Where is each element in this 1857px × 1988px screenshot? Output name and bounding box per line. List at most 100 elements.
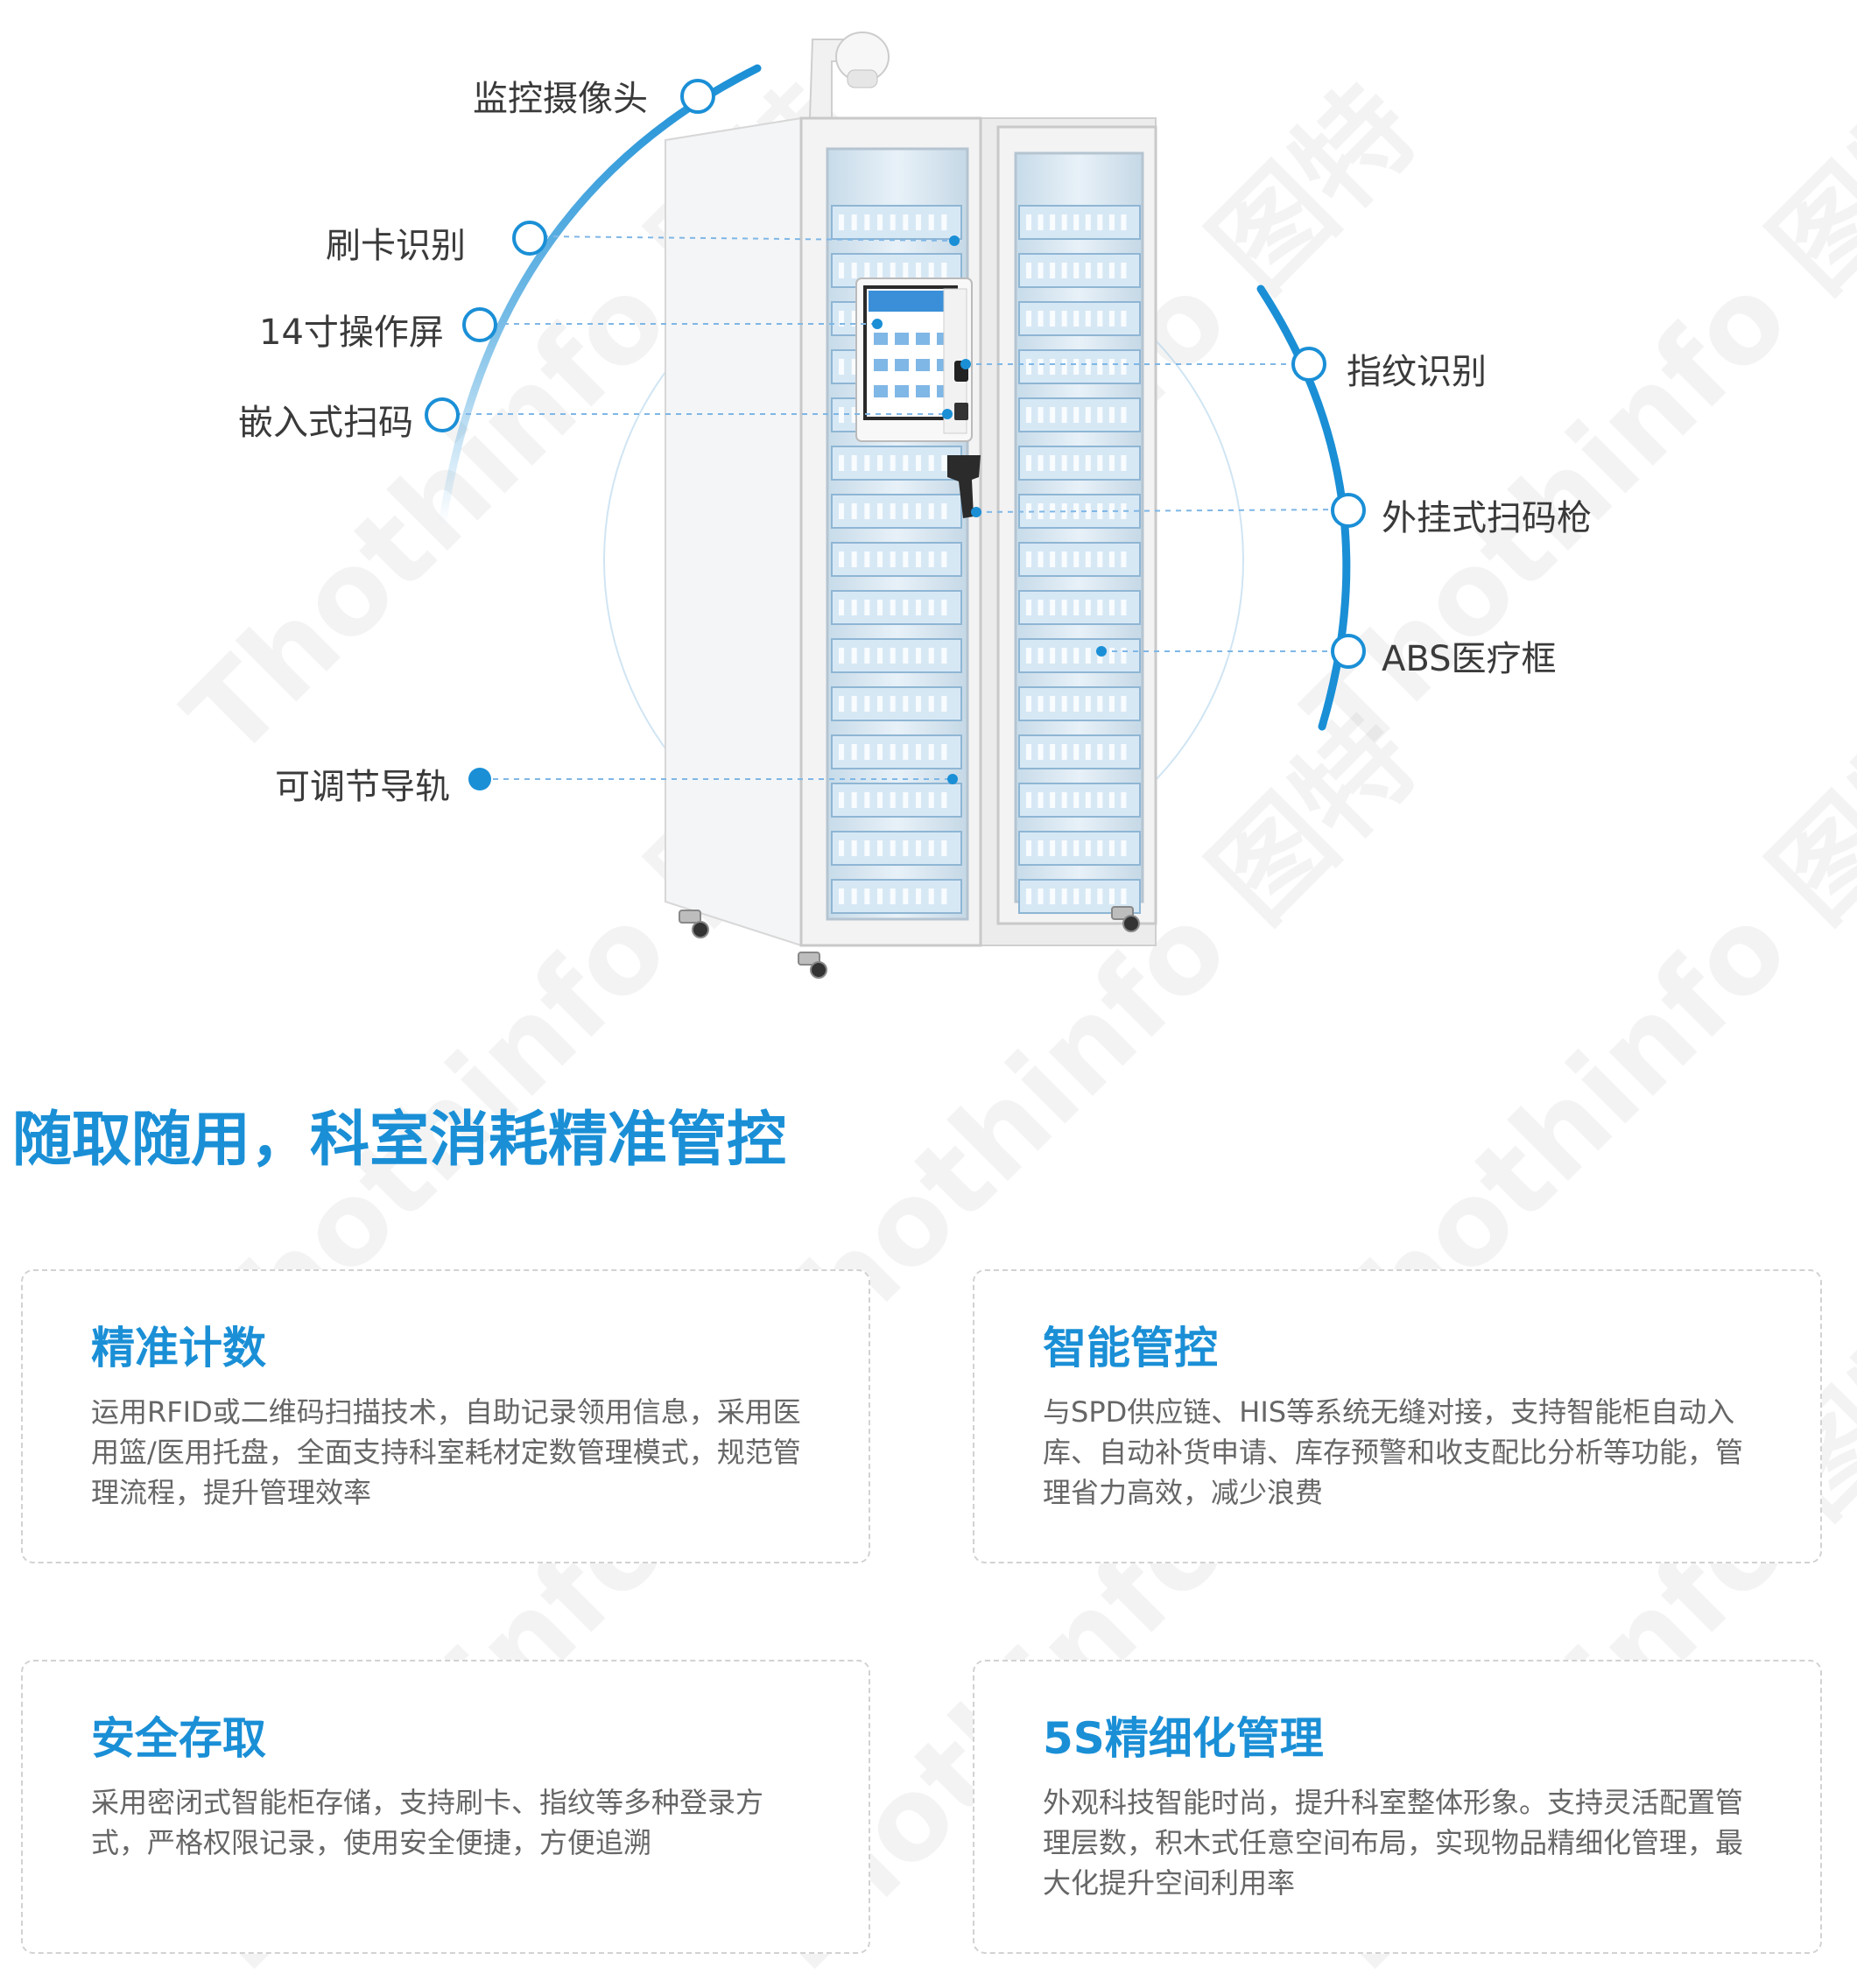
basket-slot — [903, 214, 909, 230]
feature-description: 采用密闭式智能柜存储，支持刷卡、指纹等多种登录方式，严格权限记录，使用安全便捷，… — [91, 1786, 764, 1859]
basket-slot — [839, 840, 844, 856]
basket-slot — [851, 455, 857, 471]
basket-slot — [903, 889, 909, 904]
basket-slot — [1085, 600, 1091, 615]
basket-slot — [1038, 359, 1044, 375]
basket-slot — [1108, 792, 1115, 808]
basket-slot — [839, 263, 844, 278]
cabinet-diagram — [425, 32, 1366, 979]
basket-slot — [928, 503, 934, 519]
basket-slot — [1038, 214, 1044, 230]
basket-slot — [839, 214, 844, 230]
basket-slot — [851, 889, 857, 904]
basket-slot — [839, 551, 844, 567]
basket-slot — [1108, 503, 1115, 519]
marker-external-scanner — [1331, 493, 1366, 528]
basket-slot — [851, 648, 857, 664]
basket-slot — [1121, 648, 1127, 664]
basket-slot — [1108, 263, 1115, 278]
cabinet-body — [665, 116, 1157, 947]
basket-slot — [1061, 889, 1067, 904]
feature-description: 与SPD供应链、HIS等系统无缝对接，支持智能柜自动入库、自动补货申请、库存预警… — [1043, 1395, 1744, 1509]
touch-screen — [855, 277, 973, 442]
basket-slot — [864, 263, 870, 278]
basket-slot — [1108, 600, 1115, 615]
basket-slot — [903, 455, 909, 471]
basket-slot — [1061, 744, 1067, 760]
basket-slot — [877, 648, 883, 664]
callout-rail-label: 可调节导轨 — [275, 767, 450, 807]
basket-slot — [877, 551, 883, 567]
basket-slot — [1073, 455, 1080, 471]
basket-slot — [916, 696, 921, 712]
basket-slot — [851, 503, 857, 519]
basket-slot — [890, 792, 896, 808]
basket-slot — [1026, 792, 1031, 808]
basket-slot — [864, 889, 870, 904]
wheels — [679, 906, 1140, 979]
basket-slot — [903, 696, 909, 712]
feature-description: 外观科技智能时尚，提升科室整体形象。支持灵活配置管理层数，积木式任意空间布局，实… — [1043, 1786, 1744, 1900]
callout-embedded-scanner-label: 嵌入式扫码 — [238, 403, 413, 443]
basket-slot — [1097, 744, 1103, 760]
basket-slot — [1038, 600, 1044, 615]
basket-slot — [916, 551, 921, 567]
basket-slot — [916, 744, 921, 760]
marker-camera — [680, 79, 715, 114]
basket-slot — [928, 648, 934, 664]
basket-slot — [839, 455, 844, 471]
basket-slot — [916, 792, 921, 808]
callout-screen-label: 14寸操作屏 — [259, 313, 444, 353]
basket-slot — [1038, 263, 1044, 278]
basket-slot — [1061, 455, 1067, 471]
basket-slot — [1026, 455, 1031, 471]
basket-slot — [941, 503, 947, 519]
basket-slot — [1121, 840, 1127, 856]
basket-slot — [928, 551, 934, 567]
basket-slot — [1026, 648, 1031, 664]
basket-slot — [839, 407, 844, 423]
basket-slot — [864, 696, 870, 712]
basket-slot — [839, 696, 844, 712]
basket-slot — [890, 648, 896, 664]
marker-screen — [462, 307, 497, 342]
basket-slot — [903, 792, 909, 808]
basket-slot — [1085, 840, 1091, 856]
basket-slot — [851, 407, 857, 423]
marker-abs-box — [1331, 634, 1366, 669]
callout-markers — [425, 79, 1366, 669]
basket-slot — [1073, 359, 1080, 375]
basket-slot — [1061, 551, 1067, 567]
basket-slot — [903, 744, 909, 760]
camera-mount — [808, 32, 890, 119]
basket-slot — [1121, 359, 1127, 375]
basket-slot — [1097, 551, 1103, 567]
basket-slot — [1073, 840, 1080, 856]
feature-card: 精准计数 运用RFID或二维码扫描技术，自助记录领用信息，采用医用篮/医用托盘，… — [21, 1269, 870, 1563]
marker-embedded-scanner — [425, 397, 460, 432]
basket-slot — [1097, 840, 1103, 856]
basket-slot — [1108, 648, 1115, 664]
basket-slot — [864, 744, 870, 760]
basket-slot — [1061, 840, 1067, 856]
basket-slot — [1073, 696, 1080, 712]
basket-slot — [839, 648, 844, 664]
basket-slot — [1085, 359, 1091, 375]
basket-slot — [877, 455, 883, 471]
feature-title: 智能管控 — [1043, 1323, 1218, 1373]
basket-slot — [1121, 889, 1127, 904]
basket-slot — [1108, 840, 1115, 856]
basket-slot — [903, 600, 909, 615]
basket-slot — [1097, 214, 1103, 230]
basket-slot — [864, 600, 870, 615]
marker-card-reader — [512, 221, 547, 256]
basket-slot — [1085, 455, 1091, 471]
basket-slot — [1073, 648, 1080, 664]
basket-slot — [1038, 696, 1044, 712]
basket-slot — [1026, 263, 1031, 278]
basket-slot — [941, 744, 947, 760]
basket-slot — [941, 263, 947, 278]
basket-slot — [851, 359, 857, 375]
basket-slot — [1061, 600, 1067, 615]
basket-slot — [1026, 840, 1031, 856]
